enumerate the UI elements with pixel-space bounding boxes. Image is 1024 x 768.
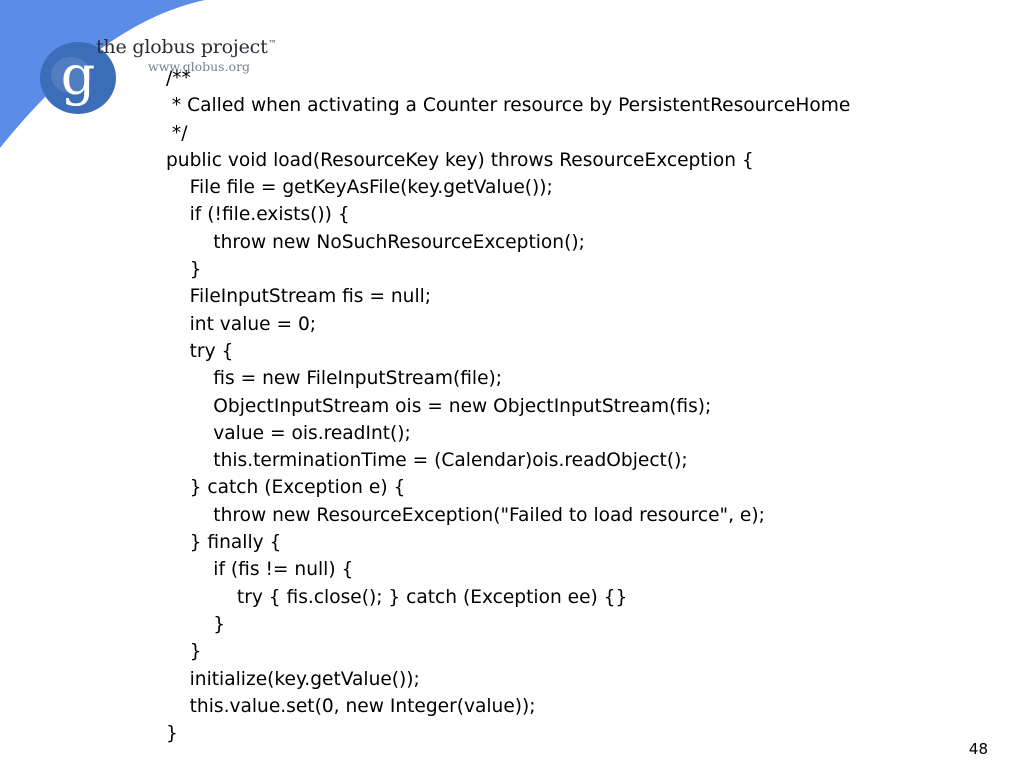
code-line: this.value.set(0, new Integer(value)); bbox=[166, 695, 536, 717]
code-line: /** bbox=[166, 68, 191, 89]
code-line: throw new NoSuchResourceException(); bbox=[166, 231, 585, 253]
globus-logo: g the globus project™ www.globus.org bbox=[38, 30, 318, 130]
code-line: if (fis != null) { bbox=[166, 559, 354, 581]
code-listing: /** * Called when activating a Counter r… bbox=[166, 65, 996, 747]
logo-url: www.globus.org bbox=[148, 59, 251, 74]
code-line: * Called when activating a Counter resou… bbox=[166, 95, 851, 117]
code-line: throw new ResourceException("Failed to l… bbox=[166, 504, 765, 526]
code-line: this.terminationTime = (Calendar)ois.rea… bbox=[166, 450, 688, 472]
code-line: FileInputStream fis = null; bbox=[166, 286, 432, 308]
code-line: File file = getKeyAsFile(key.getValue())… bbox=[166, 177, 553, 199]
code-line: } finally { bbox=[166, 532, 282, 554]
code-line: int value = 0; bbox=[166, 313, 317, 335]
code-line: ObjectInputStream ois = new ObjectInputS… bbox=[166, 395, 712, 417]
code-line: try { fis.close(); } catch (Exception ee… bbox=[166, 586, 628, 608]
code-line: } bbox=[166, 641, 202, 663]
code-line: try { bbox=[166, 340, 234, 362]
code-line: public void load(ResourceKey key) throws… bbox=[166, 149, 754, 171]
logo-name: the globus project™ bbox=[96, 36, 277, 58]
code-line: value = ois.readInt(); bbox=[166, 422, 411, 444]
logo-letter: g bbox=[61, 44, 96, 107]
code-line: } bbox=[166, 613, 226, 635]
code-line: } bbox=[166, 723, 178, 745]
trademark-symbol: ™ bbox=[268, 38, 277, 48]
code-line: initialize(key.getValue()); bbox=[166, 668, 420, 690]
code-line: */ bbox=[166, 122, 188, 144]
code-line: } bbox=[166, 259, 202, 281]
code-line: fis = new FileInputStream(file); bbox=[166, 368, 503, 390]
globus-g-logo-icon: g bbox=[40, 42, 116, 114]
code-line: if (!file.exists()) { bbox=[166, 204, 350, 226]
page-number: 48 bbox=[968, 740, 988, 758]
code-line: } catch (Exception e) { bbox=[166, 477, 406, 499]
